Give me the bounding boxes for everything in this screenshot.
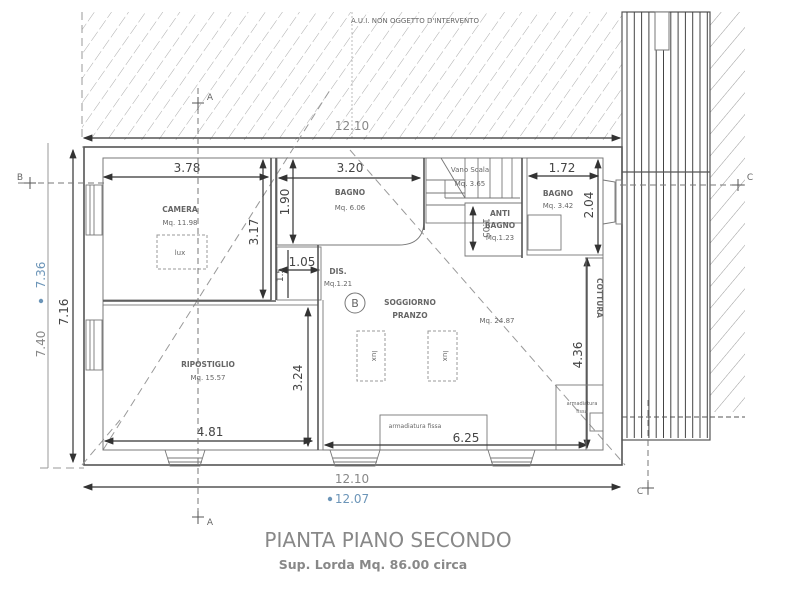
room-disimpegno: 1.05 1.5 DIS. Mq.1.21: [276, 246, 352, 301]
room-name-bagno: BAGNO: [335, 188, 365, 197]
fixture-lux: lux: [175, 249, 186, 257]
fixture-lux-1: lux: [370, 351, 378, 362]
room-name-vano-scala: Vano Scala: [451, 166, 489, 174]
dim-left-inner: 7.16: [57, 299, 71, 326]
dim-dis-height: 1.5: [276, 268, 286, 282]
hatched-area: A.U.I. NON OGGETTO D'INTERVENTO: [81, 12, 622, 140]
armadiatura-small-1: armadiatura: [567, 401, 598, 407]
plan-title: PIANTA PIANO SECONDO: [264, 528, 511, 552]
dim-bagno-width: 3.20: [337, 161, 364, 175]
dim-dis-width: 1.05: [289, 255, 316, 269]
hatched-area-label: A.U.I. NON OGGETTO D'INTERVENTO: [351, 17, 479, 25]
room-anti-bagno: 1.05 ANTI BAGNO Mq.1.23: [464, 202, 523, 257]
external-staircase: [621, 11, 745, 441]
room-area-bagno: Mq. 6.06: [335, 204, 366, 212]
dim-bottom-measured: 12.07: [335, 492, 369, 506]
room-area-vano-scala: Mq. 3.65: [455, 180, 486, 188]
windows: [85, 179, 623, 467]
armadiatura-small-2: fissa: [576, 409, 587, 415]
room-name-dis: DIS.: [329, 267, 346, 276]
room-area-soggiorno: Mq. 24.87: [480, 317, 515, 325]
section-markers: [18, 88, 745, 525]
section-marker-b: B: [17, 173, 23, 183]
room-area-dis: Mq.1.21: [324, 280, 352, 288]
room-area-bagno-2: Mq. 3.42: [543, 202, 574, 210]
room-name-bagno-2: BAGNO: [543, 189, 573, 198]
fixture-lux-2: lux: [441, 351, 449, 362]
section-marker-a-top: A: [207, 93, 214, 103]
room-camera: 3.78 3.17 CAMERA Mq. 11.98 lux: [102, 157, 272, 301]
dim-ripostiglio-height: 3.24: [291, 365, 305, 392]
room-soggiorno-pranzo: B SOGGIORNO PRANZO Mq. 24.87 lux lux arm…: [322, 256, 604, 451]
dim-soggiorno-height: 4.36: [571, 342, 585, 369]
stair-opening: [654, 11, 670, 51]
section-marker-a-bottom: A: [207, 518, 214, 528]
section-marker-c-right: C: [747, 173, 753, 183]
dim-bagno2-width: 1.72: [549, 161, 576, 175]
room-name-pranzo: PRANZO: [392, 311, 427, 320]
room-name-anti-bagno-2: BAGNO: [485, 221, 515, 230]
cottura-label: COTTURA: [595, 278, 604, 318]
dim-bottom-overall: 12.10: [335, 472, 369, 486]
room-name-camera: CAMERA: [162, 205, 198, 214]
armadiatura-fissa-label: armadiatura fissa: [389, 423, 442, 430]
dim-soggiorno-width: 6.25: [453, 431, 480, 445]
room-name-soggiorno: SOGGIORNO: [384, 298, 436, 307]
room-area-ripostiglio: Mq. 15.57: [191, 374, 226, 382]
room-area-camera: Mq. 11.98: [163, 219, 198, 227]
section-marker-c-bottom: C: [637, 487, 643, 497]
room-name-anti-bagno-1: ANTI: [490, 209, 510, 218]
room-ripostiglio: 4.81 3.24 RIPOSTIGLIO Mq. 15.57: [102, 304, 319, 451]
room-bagno-2: 1.72 2.04 BAGNO Mq. 3.42: [526, 157, 604, 256]
dim-camera-height: 3.17: [247, 219, 261, 246]
dim-left-overall: 7.40: [34, 331, 48, 358]
interior-walls: [103, 158, 523, 450]
dim-anti-bagno-height: 1.05: [480, 218, 490, 238]
dim-bagno2-height: 2.04: [582, 192, 596, 219]
dim-ripostiglio-width: 4.81: [197, 425, 224, 439]
zone-marker: B: [351, 297, 359, 310]
dim-camera-width: 3.78: [174, 161, 201, 175]
room-bagno: 3.20 1.90 BAGNO Mq. 6.06: [276, 157, 425, 246]
room-area-anti-bagno: Mq.1.23: [486, 234, 514, 242]
dim-left-measured: 7.36: [34, 262, 48, 289]
hatched-area-right: [710, 12, 745, 412]
dimension-top-overall: 12.10: [335, 119, 369, 133]
staircase-outline: [621, 11, 711, 441]
dim-bagno-height: 1.90: [278, 189, 292, 216]
plan-subtitle: Sup. Lorda Mq. 86.00 circa: [279, 557, 467, 572]
room-name-ripostiglio: RIPOSTIGLIO: [181, 360, 235, 369]
